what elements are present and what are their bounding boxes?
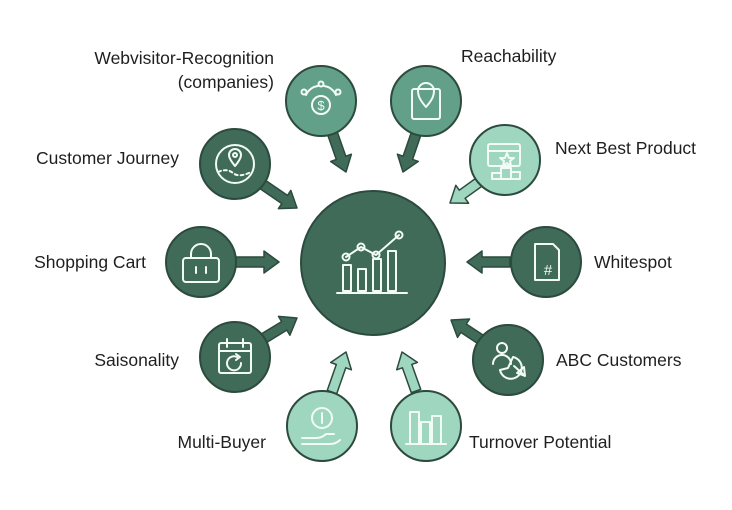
turnover-potential-arrow	[395, 351, 422, 394]
webvisitor-label-line: (companies)	[178, 72, 274, 92]
node-abc-customers: ABC Customers	[472, 324, 682, 396]
node-saisonality: Saisonality	[94, 321, 271, 393]
arrows-layer	[235, 129, 511, 395]
multi-buyer-circle	[286, 390, 358, 462]
node-webvisitor: $ Webvisitor-Recognition (companies)	[94, 48, 357, 137]
next-best-product-label: Next Best Product	[555, 138, 696, 158]
webvisitor-label: Webvisitor-Recognition (companies)	[94, 48, 274, 92]
shopping-cart-label: Shopping Cart	[34, 252, 146, 272]
abc-customers-label: ABC Customers	[556, 350, 682, 370]
reachability-arrow	[396, 131, 422, 173]
multi-buyer-label-line: Multi-Buyer	[178, 432, 267, 452]
customer-pie-icon	[492, 342, 526, 380]
multi-buyer-arrow	[326, 351, 353, 395]
whitespot-label-line: Whitespot	[594, 252, 672, 272]
svg-text:$: $	[317, 98, 325, 113]
nodes-layer: $ Webvisitor-Recognition (companies) Reacha…	[34, 46, 696, 462]
whitespot-label: Whitespot	[594, 252, 672, 272]
whitespot-circle	[510, 226, 582, 298]
webvisitor-label-line: Webvisitor-Recognition	[94, 48, 274, 68]
shopping-cart-arrow	[235, 250, 280, 274]
hand-coin-icon	[301, 407, 341, 445]
svg-text:#: #	[544, 262, 553, 279]
analytics-chart-icon	[336, 230, 408, 294]
node-shopping-cart: Shopping Cart	[34, 226, 237, 298]
whitespot-arrow	[466, 250, 511, 274]
multi-buyer-label: Multi-Buyer	[178, 432, 267, 452]
shopping-basket-icon	[182, 243, 220, 283]
reachability-label-line: Reachability	[461, 46, 557, 66]
shopping-cart-circle	[165, 226, 237, 298]
turnover-potential-circle	[390, 390, 462, 462]
webvisitor-circle	[285, 65, 357, 137]
saisonality-label: Saisonality	[94, 350, 179, 370]
customer-journey-circle	[199, 128, 271, 200]
turnover-potential-label-line: Turnover Potential	[469, 432, 611, 452]
reachability-label: Reachability	[461, 46, 557, 66]
shopping-cart-label-line: Shopping Cart	[34, 252, 146, 272]
node-next-best-product: Next Best Product	[469, 124, 696, 196]
bar-chart-icon	[405, 411, 447, 445]
journey-map-icon	[215, 144, 255, 184]
center-node	[300, 190, 446, 336]
calendar-refresh-icon	[218, 338, 252, 374]
node-customer-journey: Customer Journey	[36, 128, 271, 200]
turnover-potential-label: Turnover Potential	[469, 432, 611, 452]
next-best-product-label-line: Next Best Product	[555, 138, 696, 158]
node-turnover-potential: Turnover Potential	[390, 390, 611, 462]
saisonality-arrow	[257, 315, 298, 346]
abc-customers-circle	[472, 324, 544, 396]
location-pin-icon	[411, 82, 441, 120]
webvisitor-arrow	[326, 129, 353, 173]
node-whitespot: # Whitespot	[510, 226, 672, 298]
customer-journey-arrow	[258, 179, 298, 210]
node-reachability: Reachability	[390, 46, 557, 137]
coin-cycle-icon: $	[300, 80, 342, 115]
award-podium-icon	[487, 143, 521, 180]
next-best-product-circle	[469, 124, 541, 196]
saisonality-label-line: Saisonality	[94, 350, 179, 370]
node-multi-buyer: Multi-Buyer	[178, 390, 358, 462]
customer-journey-label-line: Customer Journey	[36, 148, 179, 168]
customer-journey-label: Customer Journey	[36, 148, 179, 168]
reachability-circle	[390, 65, 462, 137]
hash-document-icon: #	[534, 243, 560, 281]
abc-customers-label-line: ABC Customers	[556, 350, 682, 370]
